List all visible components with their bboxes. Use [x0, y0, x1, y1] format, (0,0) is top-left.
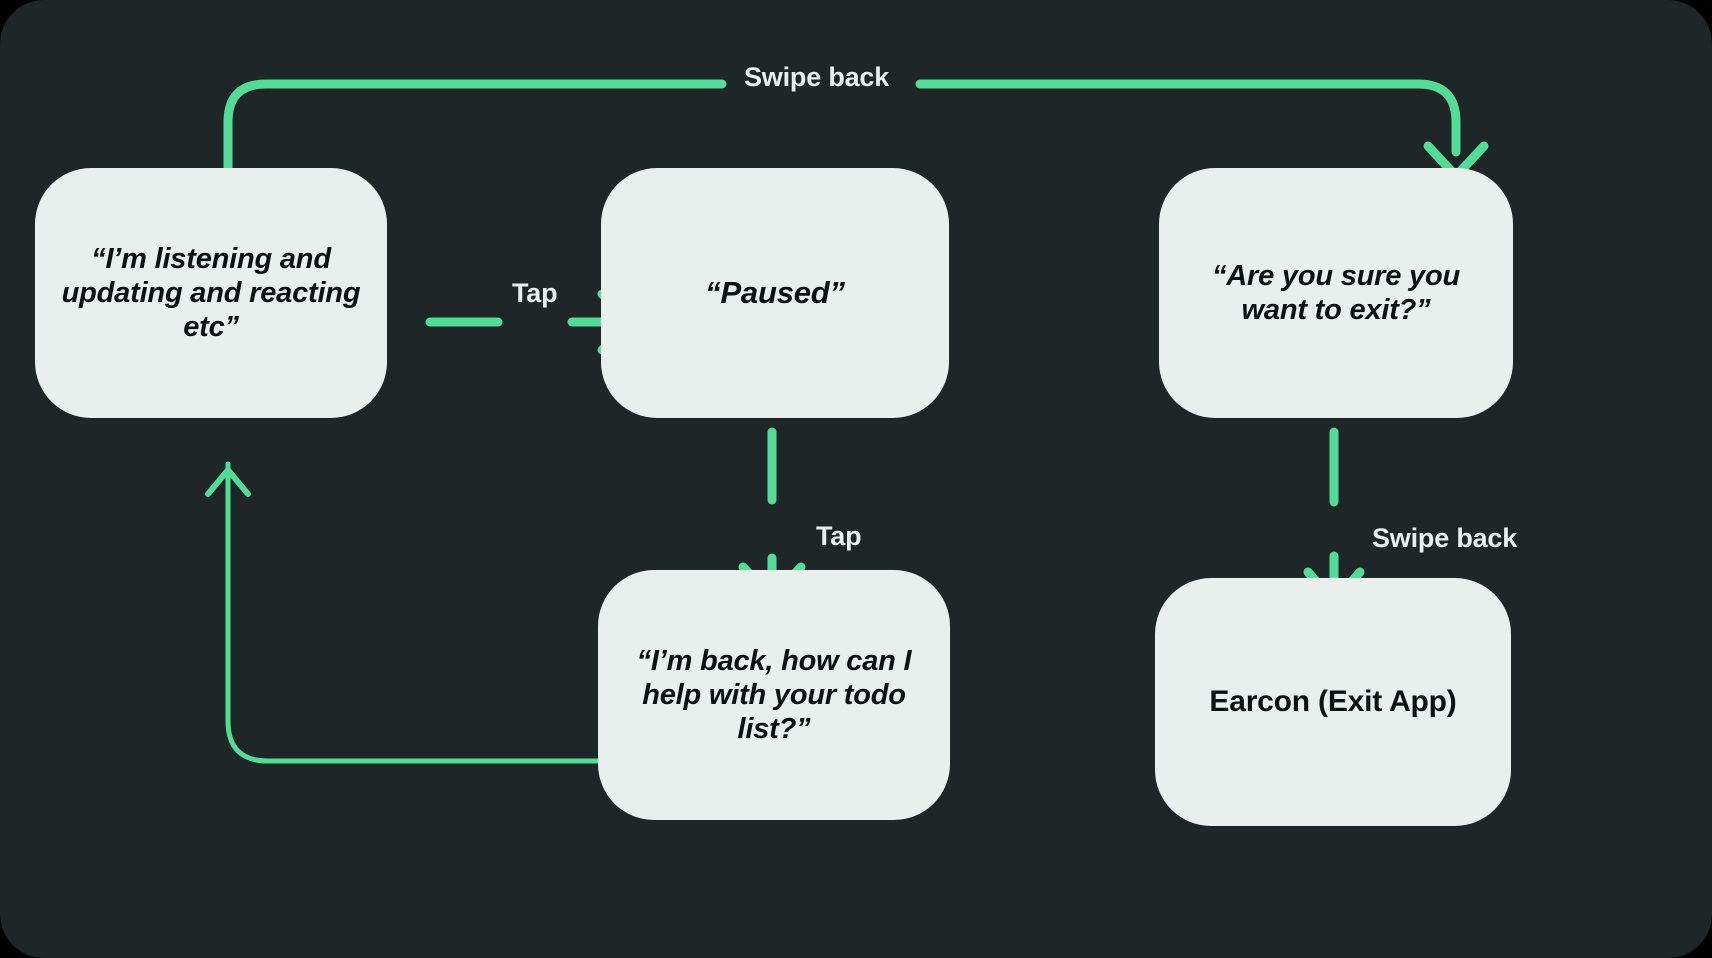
node-back[interactable]: “I’m back, how can I help with your todo… — [598, 570, 950, 820]
node-listening[interactable]: “I’m listening and updating and reacting… — [35, 168, 387, 418]
arrowhead-up-into-listening — [205, 467, 251, 497]
edge-label-tap-paused-to-back: Tap — [816, 521, 862, 551]
node-earcon[interactable]: Earcon (Exit App) — [1155, 578, 1511, 826]
edge-label-tap-listening-to-paused: Tap — [512, 278, 558, 308]
node-exit-confirm[interactable]: “Are you sure you want to exit?” — [1159, 168, 1513, 418]
edge-listening-to-exit-left-segment — [223, 79, 727, 183]
edge-label-swipe-back-exit-to-earcon: Swipe back — [1372, 523, 1518, 553]
node-paused-label: “Paused” — [705, 274, 845, 310]
edge-label-swipe-back-top: Swipe back — [744, 62, 890, 92]
node-back-label: “I’m back, how can I help with your todo… — [636, 644, 912, 746]
node-exit-confirm-label: “Are you sure you want to exit?” — [1212, 259, 1460, 326]
node-earcon-label: Earcon (Exit App) — [1209, 685, 1457, 719]
node-paused[interactable]: “Paused” — [601, 168, 949, 418]
edge-listening-to-exit-right-segment — [915, 79, 1461, 157]
node-listening-label: “I’m listening and updating and reacting… — [61, 242, 361, 344]
edge-back-to-listening — [225, 461, 623, 764]
